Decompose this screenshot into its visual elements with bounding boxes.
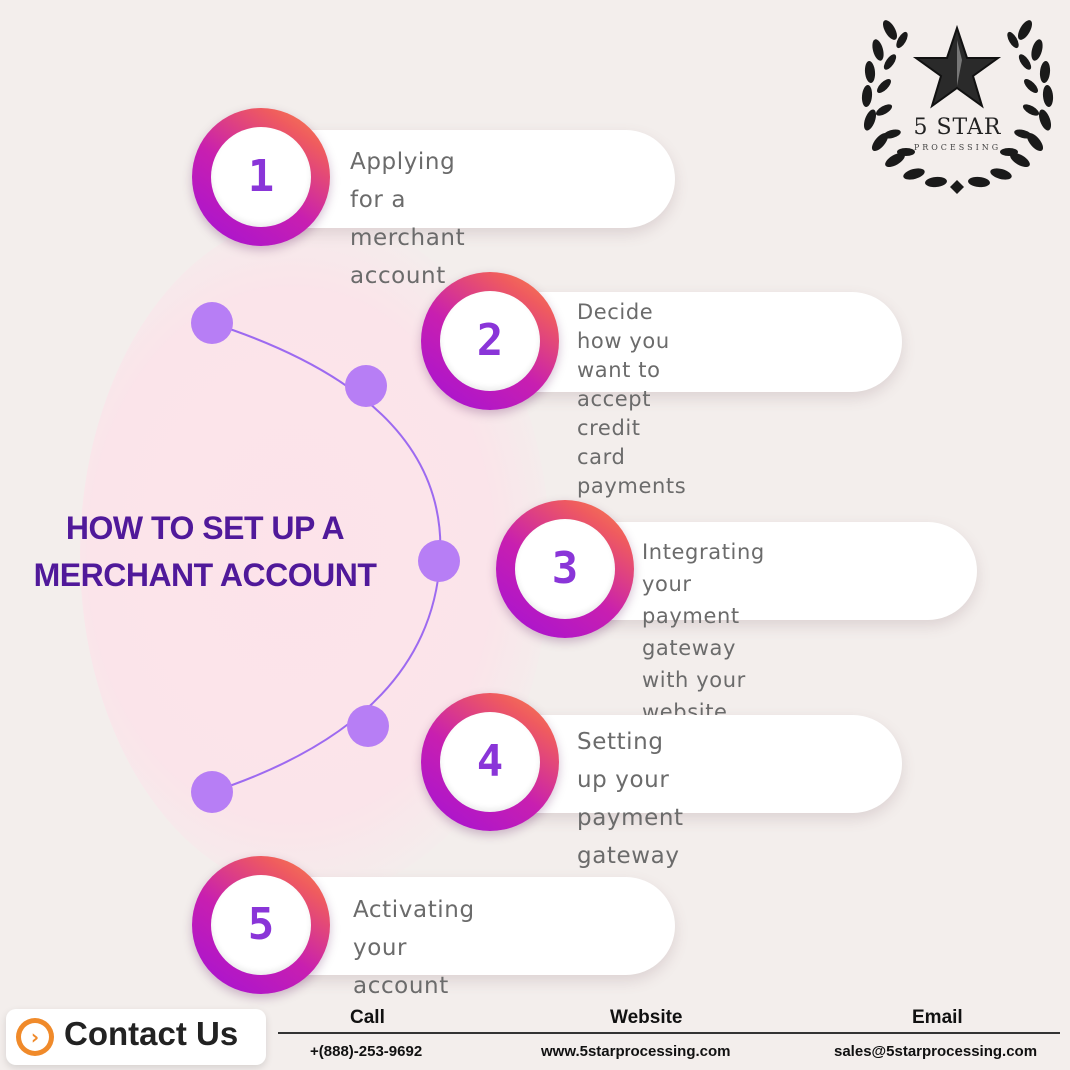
step-number-badge: 4 <box>421 693 559 831</box>
timeline-dot <box>418 540 460 582</box>
brand-name: 5 STAR <box>913 115 1002 140</box>
step-text-line: accept credit card <box>577 387 652 469</box>
step-text-line: Activating your <box>353 897 475 961</box>
step-number: 4 <box>476 736 504 787</box>
step-number: 5 <box>247 899 275 950</box>
brand-tagline: PROCESSING <box>913 143 1002 152</box>
timeline-dot <box>191 771 233 813</box>
step-text: Applying for a merchant account <box>350 143 465 295</box>
call-heading: Call <box>350 1007 385 1028</box>
page-title-line2: MERCHANT ACCOUNT <box>33 557 377 593</box>
contact-us-label: Contact Us <box>64 1015 239 1052</box>
step-text: Integrating your payment gateway with yo… <box>642 536 765 728</box>
step-number-badge: 2 <box>421 272 559 410</box>
step-number: 3 <box>551 543 579 594</box>
timeline-dot <box>345 365 387 407</box>
call-value[interactable]: +(888)-253-9692 <box>310 1043 423 1060</box>
timeline-dot <box>191 302 233 344</box>
website-heading: Website <box>610 1007 683 1028</box>
email-heading: Email <box>912 1007 963 1028</box>
step-text-line: merchant account <box>350 225 466 289</box>
brand-logo: 5 STAR PROCESSING <box>850 10 1065 200</box>
page-title: HOW TO SET UP A MERCHANT ACCOUNT <box>0 505 410 599</box>
step-number: 1 <box>247 151 275 202</box>
step-text-line: gateway with your website <box>642 636 746 724</box>
step-number-badge: 5 <box>192 856 330 994</box>
step-number-badge: 1 <box>192 108 330 246</box>
contact-us-button[interactable]: › Contact Us <box>6 1009 266 1065</box>
step-text-line: Applying for a <box>350 149 456 213</box>
step-text-line: Decide how you want to <box>577 300 670 382</box>
step-text-line: payments <box>577 474 687 498</box>
timeline-dot <box>347 705 389 747</box>
star-laurel-icon <box>861 20 1054 194</box>
email-value[interactable]: sales@5starprocessing.com <box>834 1043 1038 1060</box>
step-text: Activating your account <box>353 891 475 1005</box>
chevron-right-icon: › <box>16 1018 54 1056</box>
step-text-line: Setting up your <box>577 729 670 793</box>
step-text: Decide how you want to accept credit car… <box>577 298 686 501</box>
step-text-line: payment gateway <box>577 805 684 869</box>
step-text-line: Integrating your payment <box>642 540 765 628</box>
step-number: 2 <box>476 315 504 366</box>
website-value[interactable]: www.5starprocessing.com <box>541 1043 731 1060</box>
footer-divider <box>278 1032 1060 1034</box>
page-title-line1: HOW TO SET UP A <box>65 510 345 546</box>
step-number-badge: 3 <box>496 500 634 638</box>
step-text-line: account <box>353 973 449 999</box>
step-text: Setting up your payment gateway <box>577 723 684 875</box>
